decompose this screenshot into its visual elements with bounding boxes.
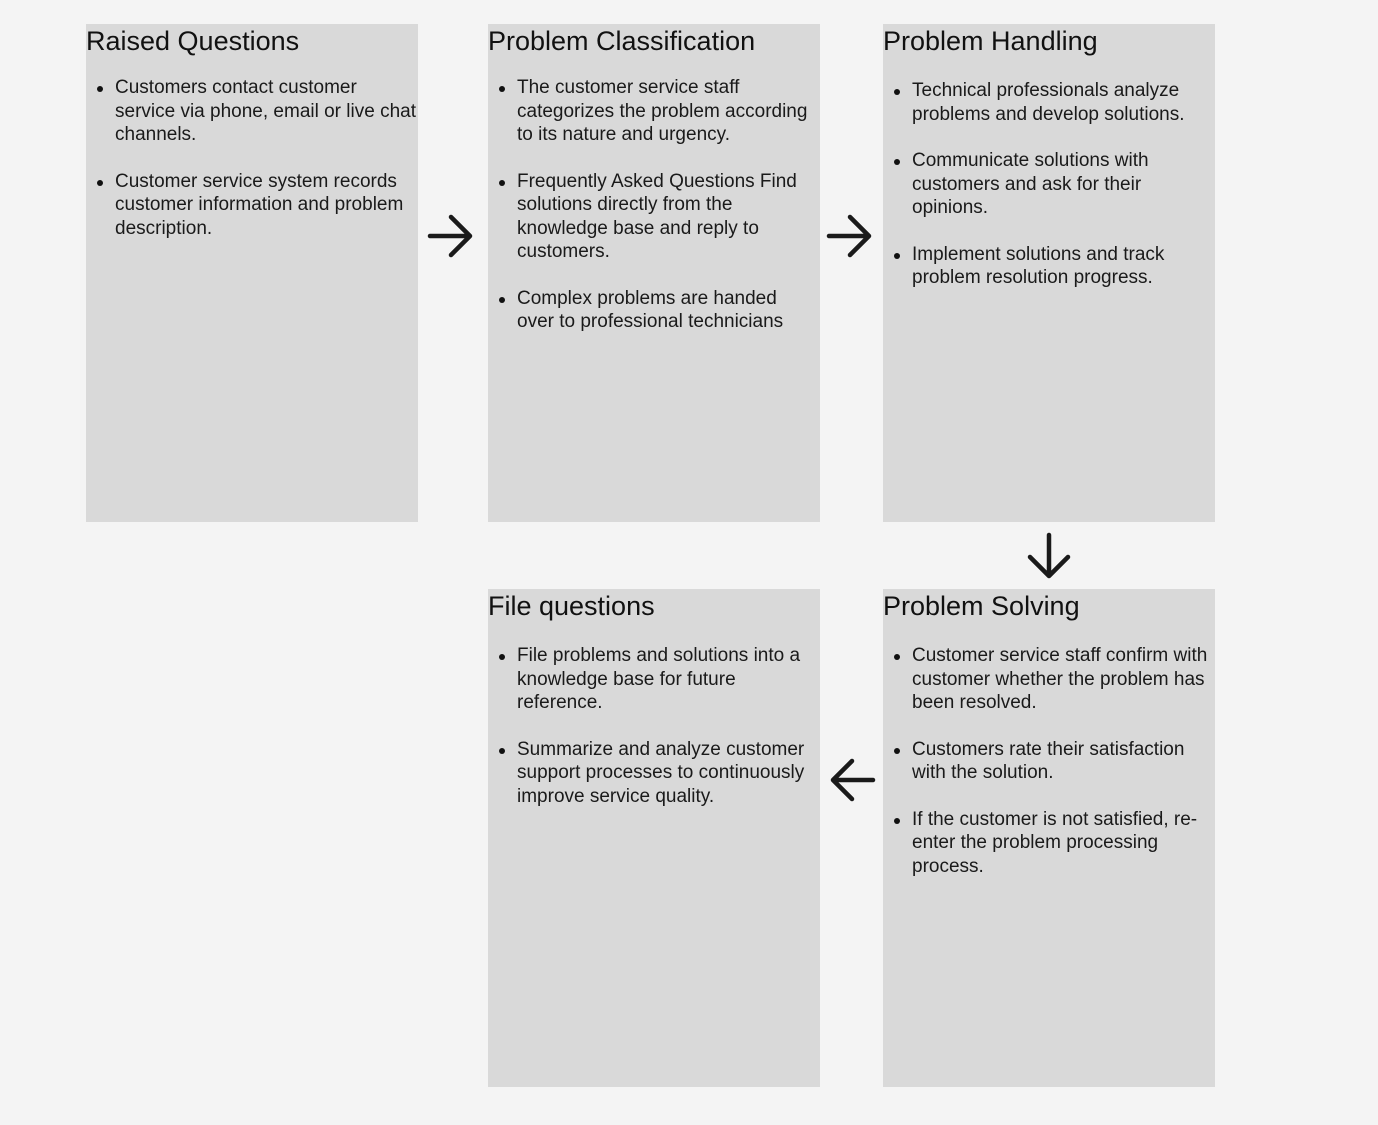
card-list: Customers contact customer service via p…: [86, 76, 418, 240]
list-item: The customer service staff categorizes t…: [499, 76, 820, 147]
card-title: Raised Questions: [86, 26, 300, 56]
list-item: Customers contact customer service via p…: [97, 76, 418, 147]
list-item: If the customer is not satisfied, re-ent…: [894, 808, 1215, 879]
card-raised-questions: Raised Questions Customers contact custo…: [86, 24, 418, 522]
list-item: Communicate solutions with customers and…: [894, 149, 1215, 220]
card-title: File questions: [488, 591, 655, 621]
list-item: File problems and solutions into a knowl…: [499, 644, 820, 715]
card-title: Problem Solving: [883, 591, 1080, 621]
card-list: File problems and solutions into a knowl…: [488, 644, 820, 808]
card-problem-solving: Problem Solving Customer service staff c…: [883, 589, 1215, 1087]
arrow-left-icon: [828, 755, 878, 805]
card-list: The customer service staff categorizes t…: [488, 76, 820, 334]
list-item: Frequently Asked Questions Find solution…: [499, 170, 820, 264]
arrow-down-icon: [1024, 531, 1074, 581]
list-item: Summarize and analyze customer support p…: [499, 738, 820, 809]
arrow-right-icon: [425, 211, 475, 261]
card-title: Problem Handling: [883, 26, 1098, 56]
list-item: Complex problems are handed over to prof…: [499, 287, 820, 334]
arrow-right-icon: [824, 211, 874, 261]
card-list: Customer service staff confirm with cust…: [883, 644, 1215, 878]
list-item: Implement solutions and track problem re…: [894, 243, 1215, 290]
list-item: Customer service system records customer…: [97, 170, 418, 241]
card-file-questions: File questions File problems and solutio…: [488, 589, 820, 1087]
card-problem-classification: Problem Classification The customer serv…: [488, 24, 820, 522]
card-problem-handling: Problem Handling Technical professionals…: [883, 24, 1215, 522]
list-item: Customers rate their satisfaction with t…: [894, 738, 1215, 785]
list-item: Technical professionals analyze problems…: [894, 79, 1215, 126]
list-item: Customer service staff confirm with cust…: [894, 644, 1215, 715]
card-title: Problem Classification: [488, 26, 756, 56]
card-list: Technical professionals analyze problems…: [883, 79, 1215, 290]
